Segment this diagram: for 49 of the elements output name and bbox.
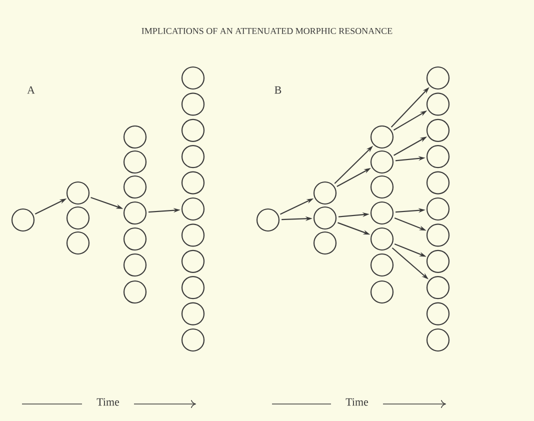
circle (66, 181, 90, 205)
circle (313, 181, 337, 205)
time-label: Time (96, 398, 120, 406)
circle (426, 145, 450, 168)
circle (123, 253, 147, 277)
circle (181, 171, 205, 194)
circle (426, 224, 450, 247)
circle (426, 92, 450, 116)
circle (181, 302, 205, 326)
circle (181, 250, 205, 273)
circle (123, 227, 147, 251)
circle (181, 145, 205, 168)
panel-letter: A (27, 86, 35, 94)
circle (426, 250, 450, 273)
circle (181, 197, 205, 221)
circle (181, 276, 205, 300)
circle (181, 66, 205, 90)
circle (426, 328, 450, 352)
circle (370, 175, 394, 199)
circle (66, 231, 90, 255)
circle (256, 208, 280, 232)
circle (181, 118, 205, 142)
circle (426, 171, 450, 194)
circle (426, 197, 450, 221)
circle (370, 253, 394, 277)
circle (370, 227, 394, 251)
circle (370, 125, 394, 149)
circle (370, 201, 394, 225)
circle (123, 125, 147, 149)
circle (426, 66, 450, 90)
circle (313, 231, 337, 255)
circle (123, 175, 147, 199)
circle (370, 150, 394, 174)
circle (123, 150, 147, 174)
circle (181, 224, 205, 247)
panel-letter: B (274, 86, 282, 94)
circle (66, 206, 90, 230)
circle (181, 92, 205, 116)
circle (370, 280, 394, 304)
title: IMPLICATIONS OF AN ATTENUATED MORPHIC RESONANCE (142, 28, 392, 34)
circle (426, 118, 450, 142)
circle (181, 328, 205, 352)
circle (123, 280, 147, 304)
time-label: Time (346, 398, 368, 406)
circle (313, 206, 337, 230)
circle (123, 201, 147, 225)
circle (426, 276, 450, 300)
circle (11, 208, 35, 232)
circle (426, 302, 450, 326)
